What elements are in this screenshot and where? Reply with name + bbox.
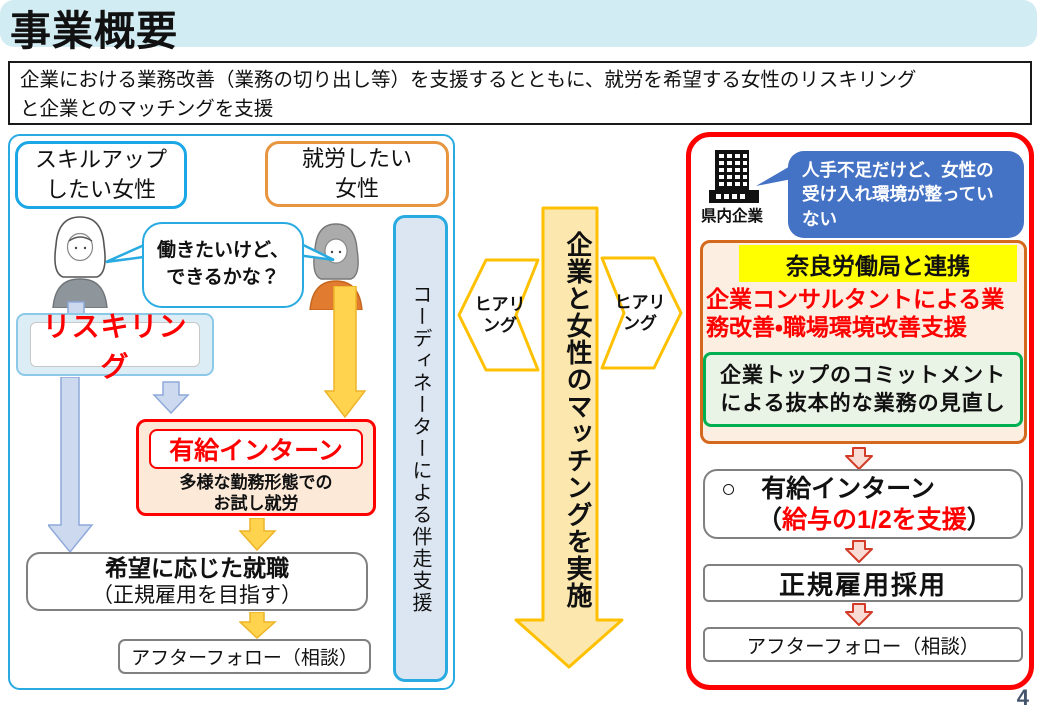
coordinator-label: コーディネーターによる伴走支援: [409, 283, 431, 614]
down-arrow-icon: [324, 286, 366, 419]
down-arrow-icon: [48, 377, 94, 554]
down-arrow-icon: [239, 518, 277, 551]
paid-intern-line1: ○ 有給インターン: [721, 475, 935, 503]
paid-intern-support-box: ○ 有給インターン （給与の1/2を支援）: [703, 469, 1023, 539]
salary-support-text: 給与の1/2を支援: [782, 506, 967, 535]
paid-intern-title: 有給インターン: [149, 429, 363, 469]
paid-intern-desc: 多様な勤務形態での お試し就労: [179, 473, 333, 514]
bubble-tail-icon: [756, 165, 792, 186]
down-arrow-icon: [845, 603, 873, 626]
building-icon: [709, 150, 759, 203]
employment-sub: （正規雇用を目指す）: [92, 583, 302, 607]
hearing-label: ヒアリ ング: [474, 294, 526, 335]
coordinator-box: コーディネーターによる伴走支援: [393, 215, 448, 682]
commitment-box: 企業トップのコミットメント による抜本的な業務の見直し: [703, 352, 1023, 427]
right-arrow-icon: [600, 256, 683, 370]
page-title: 事業概要: [10, 8, 178, 54]
hearing-label: ヒアリ ング: [614, 292, 666, 333]
paren-close: ）: [966, 506, 992, 535]
after-follow-box-left: アフターフォロー（相談）: [118, 639, 371, 674]
hearing-arrow-right: ヒアリ ング: [600, 246, 684, 380]
matching-arrow-label: 企業と女性のマッチングを実施: [563, 231, 593, 609]
paid-intern-line2: （給与の1/2を支援）: [721, 505, 1021, 536]
company-speech-bubble: 人手不足だけど、女性の 受け入れ環境が整ってい ない: [788, 151, 1024, 238]
employment-title: 希望に応じた就職: [105, 555, 289, 582]
woman-illustration-left: [52, 216, 108, 308]
company-label: 県内企業: [700, 208, 763, 225]
down-arrow-icon: [845, 540, 873, 563]
regular-employment-box: 正規雇用採用: [703, 564, 1023, 602]
matching-arrow-icon: [514, 206, 624, 669]
nara-labor-label: 奈良労働局と連携: [739, 245, 1017, 282]
page-number: 4: [1016, 685, 1029, 710]
hearing-arrow-left: ヒアリ ング: [456, 248, 540, 382]
women-speech-bubble: 働きたいけど、 できるかな？: [142, 222, 304, 308]
want-to-work-women-box: 就労したい 女性: [265, 141, 449, 207]
reskilling-box: リスキリング: [16, 311, 214, 382]
employment-box: 希望に応じた就職 （正規雇用を目指す）: [26, 552, 368, 611]
paren-open: （: [757, 506, 783, 535]
consultant-support-text: 企業コンサルタントによる業 務改善・職場環境改善支援: [706, 286, 1005, 341]
left-arrow-icon: [457, 258, 540, 372]
reskilling-label: リスキリング: [30, 311, 200, 382]
down-arrow-icon: [152, 381, 190, 415]
title-bar: [0, 0, 1037, 47]
down-arrow-icon: [845, 447, 873, 470]
summary-text: 企業における業務改善（業務の切り出し等）を支援するとともに、就労を希望する女性の…: [8, 61, 1032, 125]
down-arrow-icon: [239, 612, 277, 639]
after-follow-box-right: アフターフォロー（相談）: [703, 627, 1023, 662]
paid-intern-box: 有給インターン 多様な勤務形態での お試し就労: [136, 419, 376, 516]
skillup-women-box: スキルアップ したい女性: [15, 141, 187, 209]
